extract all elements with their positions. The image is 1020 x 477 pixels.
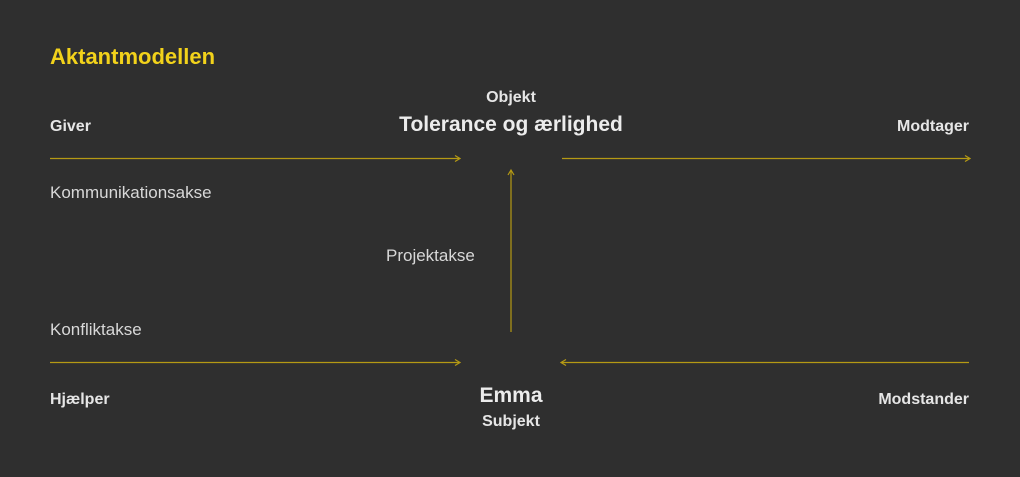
modtager-label: Modtager xyxy=(897,118,969,135)
diagram-title: Aktantmodellen xyxy=(50,44,216,69)
modstander-to-subjekt-arrowhead xyxy=(559,358,567,367)
modstander-label: Modstander xyxy=(878,391,969,408)
konfliktakse-label: Konfliktakse xyxy=(50,320,142,339)
objekt-name: Tolerance og ærlighed xyxy=(399,113,623,136)
objekt-to-modtager-arrowhead xyxy=(964,154,972,163)
subjekt-role-label: Subjekt xyxy=(482,413,540,430)
subjekt-name: Emma xyxy=(479,384,543,407)
kommunikationsakse-label: Kommunikationsakse xyxy=(50,183,212,202)
hjaelper-label: Hjælper xyxy=(50,391,110,408)
projektakse-label: Projektakse xyxy=(386,246,475,265)
giver-label: Giver xyxy=(50,118,91,135)
hjaelper-to-subjekt-arrowhead xyxy=(454,358,462,367)
projekt-axis-arrowhead xyxy=(507,168,515,176)
objekt-role-label: Objekt xyxy=(486,89,536,106)
giver-to-objekt-arrowhead xyxy=(454,154,462,163)
